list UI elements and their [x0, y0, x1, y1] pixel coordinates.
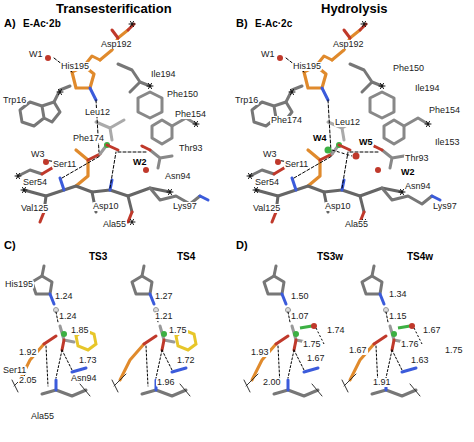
residue-label: Val125 [20, 204, 49, 213]
residue-label: W1 [28, 50, 44, 59]
residue-label: Ile153 [434, 138, 461, 147]
residue-label: 1.93 [250, 348, 270, 357]
residue-label: W1 [260, 50, 276, 59]
residue-label: 1.27 [154, 292, 174, 301]
residue-label: Thr93 [178, 144, 204, 153]
ts4w [342, 266, 420, 396]
residue-label: W3 [262, 150, 278, 159]
panel-label: Transesterification [55, 2, 173, 15]
residue-label: 2.05 [18, 376, 38, 385]
residue-label: Ser54 [254, 178, 280, 187]
residue-label: Asp192 [100, 40, 133, 49]
panel-label: W2 [400, 168, 416, 177]
ts3w [244, 266, 322, 396]
active-site-a [15, 21, 208, 224]
waters-w4-w5 [325, 147, 360, 160]
residue-label: Asp10 [92, 202, 120, 211]
residue-label: 1.24 [54, 292, 74, 301]
residue-label: Ser11 [52, 160, 77, 169]
residue-label: 2.00 [262, 378, 282, 387]
residue-label: Trp16 [2, 96, 27, 105]
panel-label: D) [235, 240, 249, 251]
residue-label: Lys97 [172, 202, 198, 211]
residue-label: Thr93 [404, 154, 430, 163]
residue-label: 1.15 [388, 312, 408, 321]
residue-label: Trp16 [234, 96, 259, 105]
residue-label: 1.07 [290, 312, 310, 321]
residue-label: His195 [4, 280, 34, 289]
residue-label: His195 [292, 62, 322, 71]
panel-label: C) [3, 240, 17, 251]
panel-label: E-Ac·2c [254, 19, 293, 29]
residue-label: Asn94 [404, 182, 432, 191]
active-site-b [247, 21, 440, 224]
panel-label: TS4w [406, 252, 434, 262]
residue-label: Ile194 [150, 70, 177, 79]
residue-label: 1.91 [372, 378, 392, 387]
residue-label: 1.75 [168, 326, 188, 335]
residue-label: Phe154 [428, 106, 461, 115]
residue-label: Ala55 [30, 412, 55, 421]
residue-label: 1.67 [306, 354, 326, 363]
residue-label: Asn94 [164, 172, 192, 181]
residue-label: Asp192 [332, 40, 365, 49]
panel-label: TS3 [88, 252, 108, 262]
panel-label: TS3w [316, 252, 344, 262]
residue-label: Val125 [252, 204, 281, 213]
residue-label: 1.72 [176, 356, 196, 365]
residue-label: 1.92 [18, 348, 38, 357]
residue-label: 1.75 [444, 346, 464, 355]
residue-label: Phe174 [72, 134, 105, 143]
residue-label: Phe150 [392, 64, 425, 73]
panel-label: Hydrolysis [320, 2, 388, 15]
residue-label: Ser54 [22, 178, 48, 187]
ts4 [112, 266, 190, 396]
residue-label: Asp10 [324, 202, 352, 211]
residue-label: 1.24 [58, 312, 78, 321]
residue-label: 1.34 [388, 290, 408, 299]
residue-label: Ala55 [102, 220, 127, 229]
residue-label: His195 [60, 62, 90, 71]
residue-label: W3 [30, 150, 46, 159]
residue-label: Leu12 [84, 108, 111, 117]
residue-label: 1.67 [348, 346, 368, 355]
residue-label: Phe150 [166, 90, 199, 99]
residue-label: 1.74 [326, 326, 346, 335]
panel-label: A) [3, 18, 17, 29]
residue-label: 1.50 [290, 292, 310, 301]
panel-label: W2 [132, 158, 148, 167]
residue-label: Ile194 [414, 84, 441, 93]
panel-label: B) [235, 18, 249, 29]
panel-label: TS4 [176, 252, 196, 262]
residue-label: 1.76 [400, 340, 420, 349]
residue-label: 1.85 [70, 326, 90, 335]
residue-label: 1.96 [156, 378, 176, 387]
residue-label: 1.75 [302, 340, 322, 349]
residue-label: 1.63 [410, 356, 430, 365]
panel-label: W5 [358, 138, 374, 147]
residue-label: Phe154 [174, 110, 207, 119]
panel-label: E-Ac·2b [22, 19, 62, 29]
residue-label: 1.21 [154, 312, 174, 321]
residue-label: Phe174 [270, 116, 303, 125]
residue-label: Leu12 [334, 118, 361, 127]
residue-label: Lys97 [432, 202, 458, 211]
residue-label: 1.73 [78, 356, 98, 365]
residue-label: Ser11 [284, 160, 309, 169]
residue-label: 1.67 [422, 326, 442, 335]
residue-label: Ser11 [2, 366, 27, 375]
residue-label: Asn94 [70, 374, 98, 383]
panel-label: W4 [312, 134, 328, 143]
residue-label: Ala55 [344, 220, 369, 229]
